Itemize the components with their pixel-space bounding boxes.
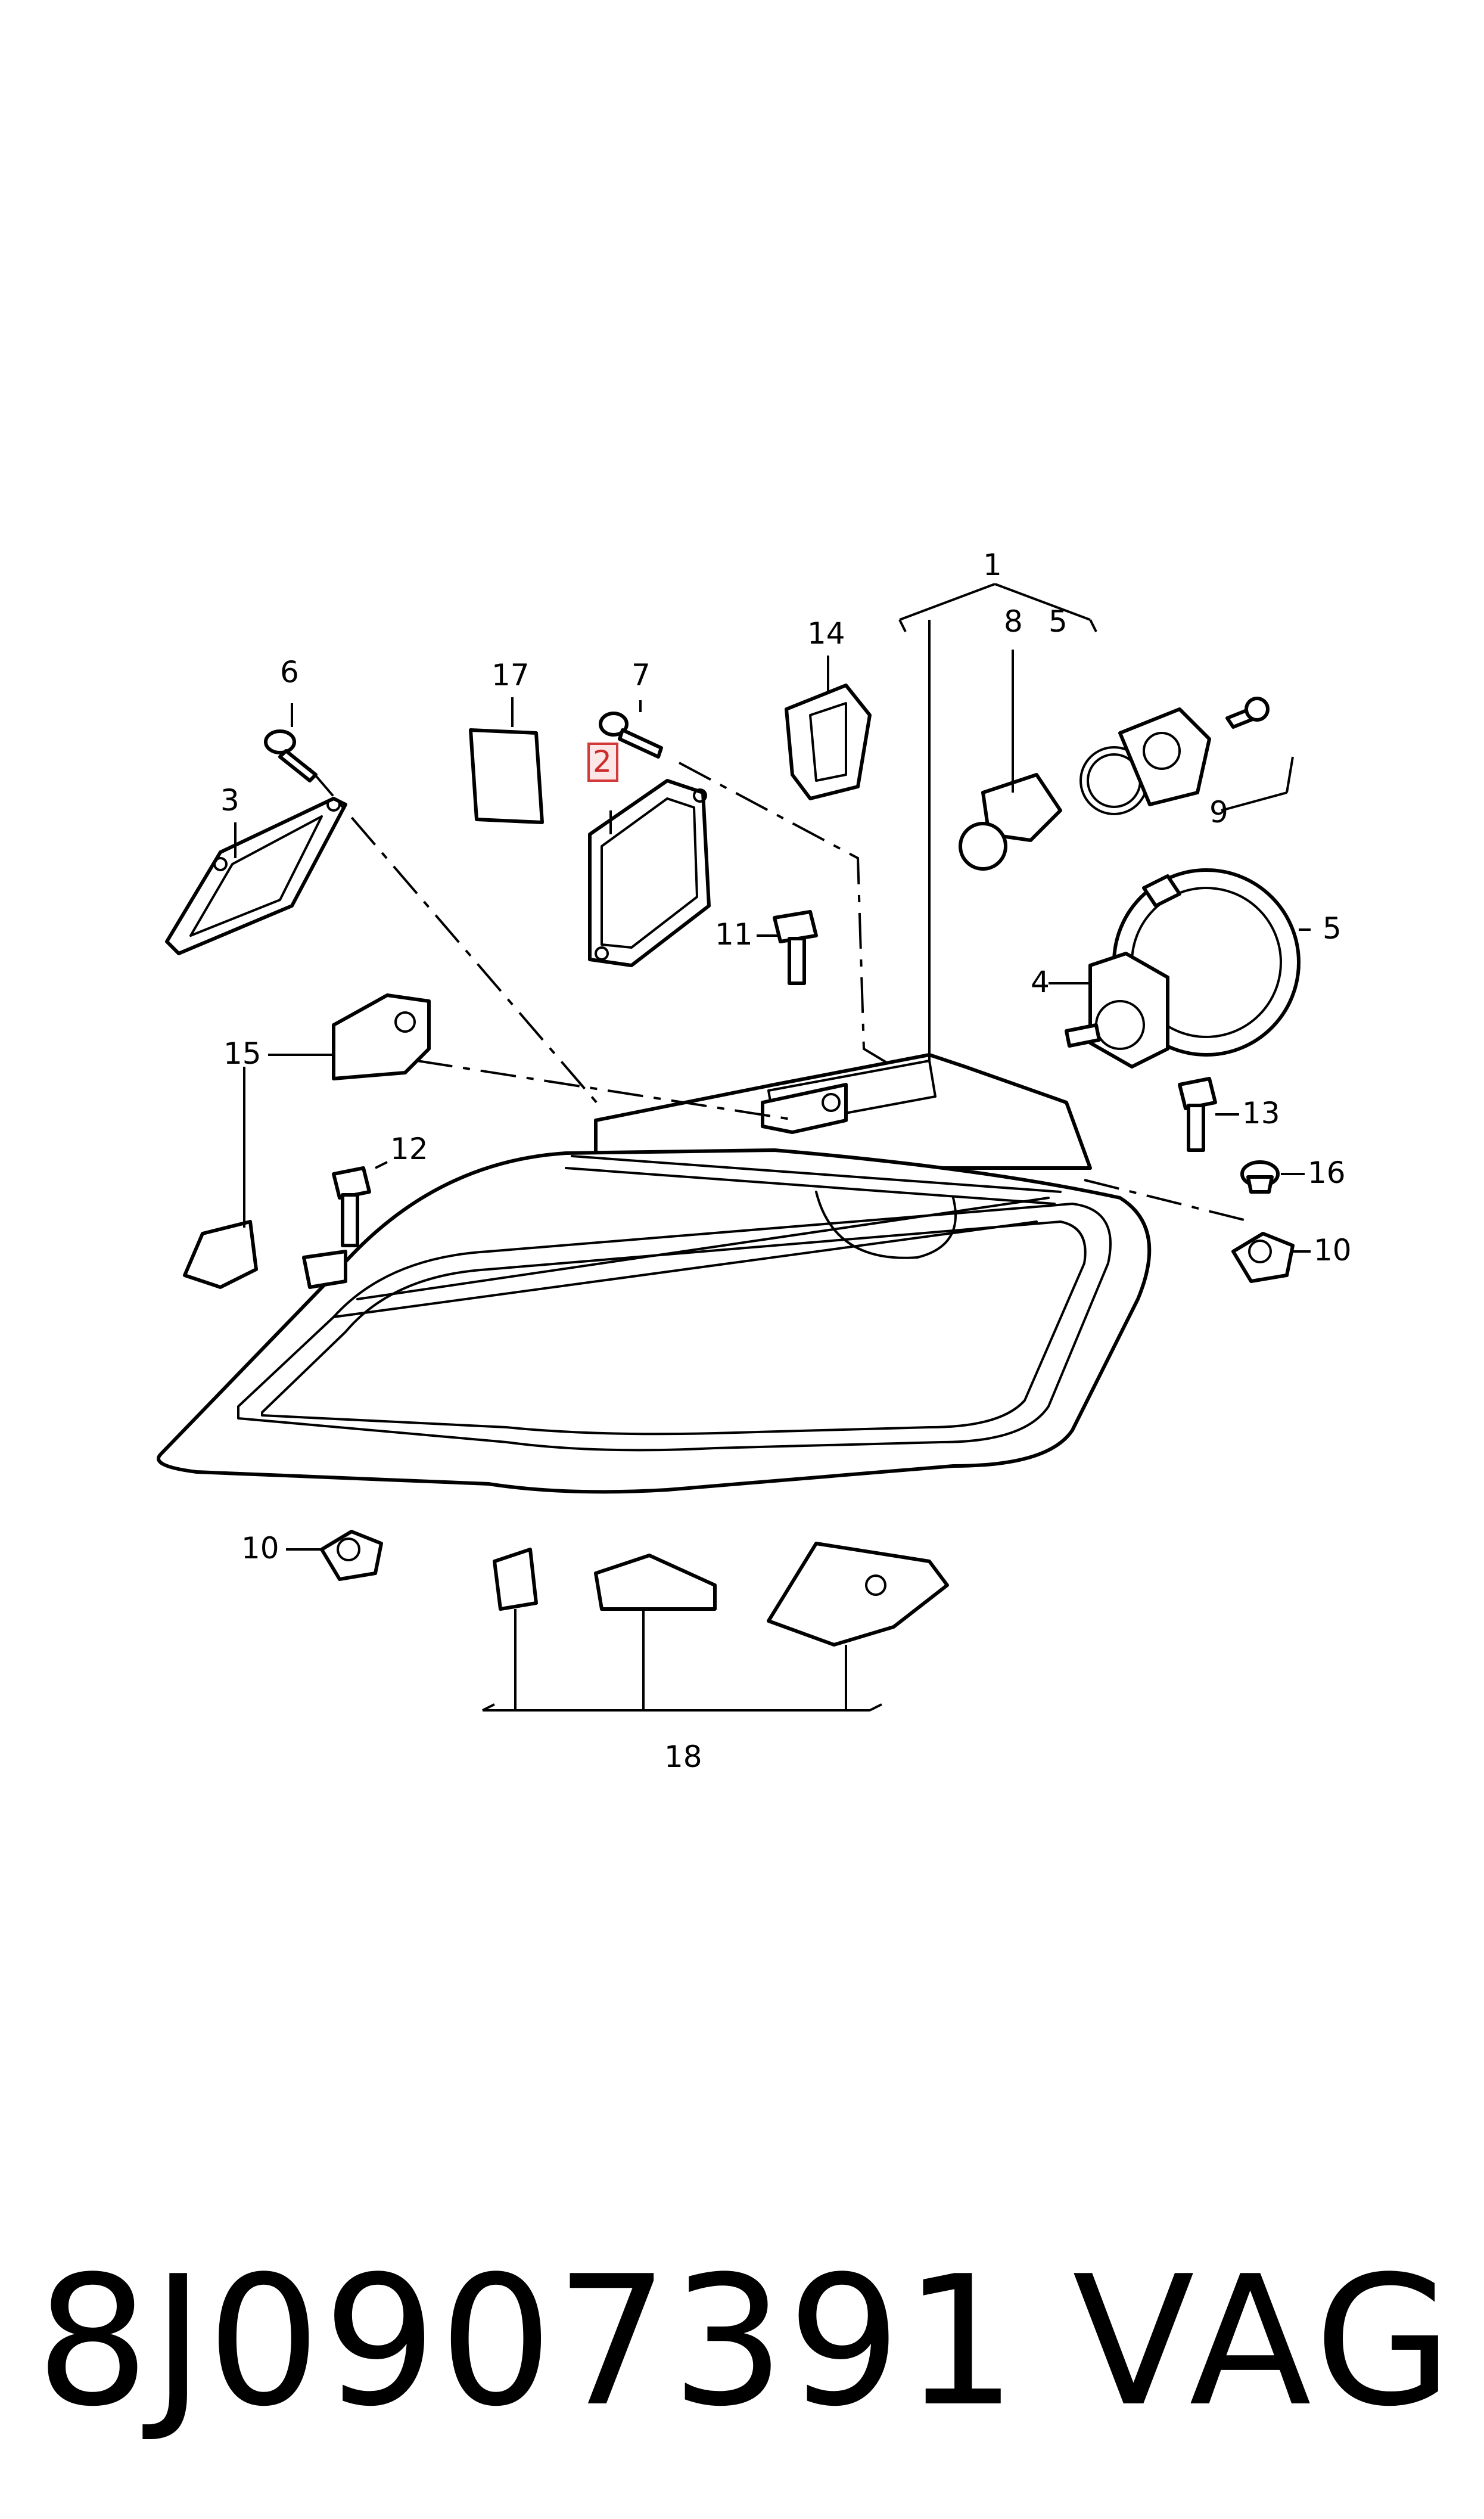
part-2-control-unit [588,779,711,967]
callout-17: 17 [491,658,530,692]
part-10-nut-left [320,1530,383,1581]
part-number: 8J0907391 [36,2238,1020,2446]
part-15-bracket [332,993,431,1080]
callout-5-right: 5 [1323,911,1342,946]
callout-16: 16 [1308,1156,1346,1190]
part-3-cover [165,797,347,955]
part-6-screw [264,729,318,782]
callout-2-highlight [587,743,618,782]
part-12-bolt [332,1166,371,1247]
part-4-igniter [1065,952,1169,1069]
callout-18: 18 [664,1740,702,1774]
callout-6: 6 [280,655,299,689]
part-9-cap [1079,697,1270,815]
part-10-nut-right [1231,1232,1295,1283]
headlight-housing [157,1053,1152,1494]
callout-13: 13 [1242,1096,1280,1130]
brand-name: VAG [1072,2238,1459,2446]
part-18-brackets [493,1542,949,1647]
footer-caption: 8J0907391 VAG [0,2217,1484,2467]
callout-4: 4 [1031,965,1050,999]
callout-8: 8 [1004,604,1023,639]
callout-15: 15 [223,1036,262,1071]
callout-labels: 1 2 3 4 5 5 6 7 8 9 10 10 11 12 13 14 15… [220,548,1352,1774]
part-14-connector [785,684,872,800]
callout-10-right: 10 [1314,1233,1352,1268]
leader-lines [234,583,1311,1712]
callout-12: 12 [390,1132,428,1166]
part-15-clip [183,1220,347,1289]
callout-7: 7 [631,658,651,692]
part-7-screw [599,712,663,759]
callout-11: 11 [715,917,753,952]
callout-3: 3 [220,783,239,818]
callout-1: 1 [983,548,1002,582]
part-8-bulb-socket [959,773,1062,871]
callout-2: 2 [593,744,612,779]
part-11-bolt [773,910,818,985]
callout-9: 9 [1209,795,1228,830]
callout-5-top: 5 [1049,604,1068,639]
part-13-bolt [1178,1077,1217,1152]
part-17-label [469,728,544,824]
callout-10-left: 10 [241,1531,279,1566]
part-16-plug [1240,1160,1280,1194]
assembly-lines [309,762,1252,1223]
callout-14: 14 [807,616,845,651]
